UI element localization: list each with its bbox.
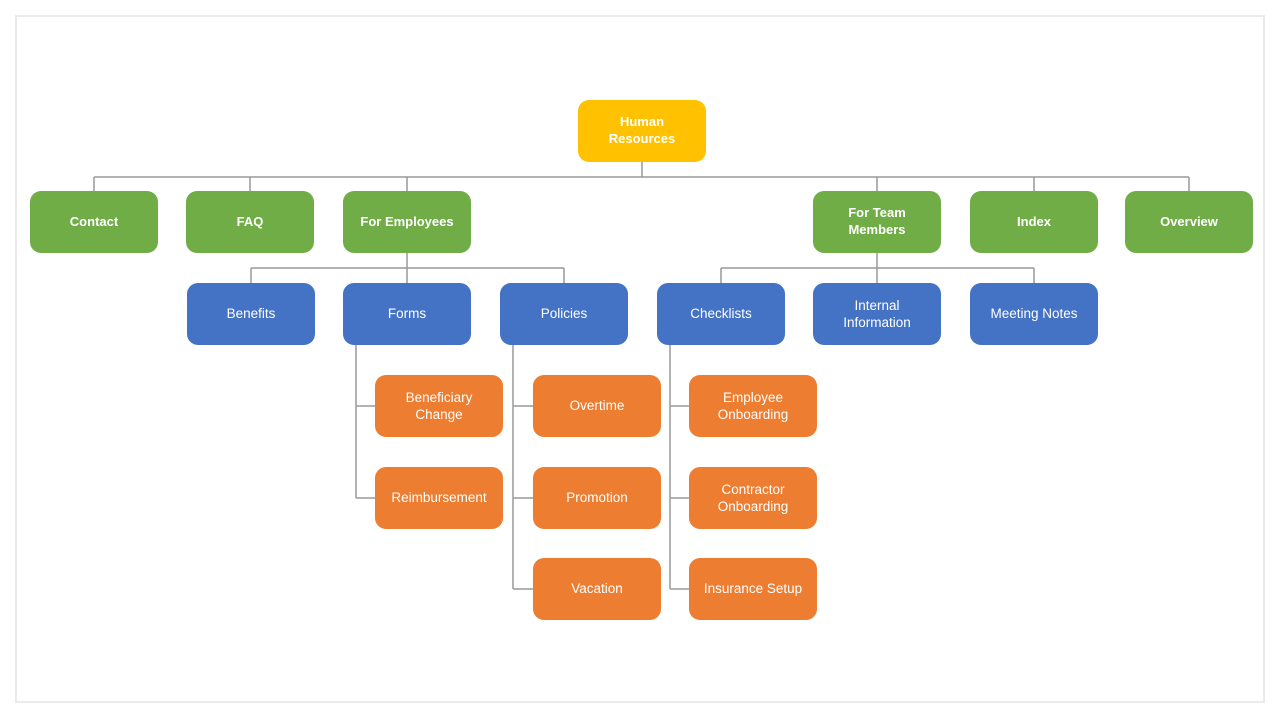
node-for-team-members[interactable]: For Team Members [813,191,941,253]
node-vacation[interactable]: Vacation [533,558,661,620]
node-employee-onboarding[interactable]: Employee Onboarding [689,375,817,437]
node-checklists[interactable]: Checklists [657,283,785,345]
node-policies[interactable]: Policies [500,283,628,345]
node-reimbursement[interactable]: Reimbursement [375,467,503,529]
node-contractor-onboarding[interactable]: Contractor Onboarding [689,467,817,529]
node-faq[interactable]: FAQ [186,191,314,253]
node-for-employees[interactable]: For Employees [343,191,471,253]
node-beneficiary-change[interactable]: Beneficiary Change [375,375,503,437]
node-overtime[interactable]: Overtime [533,375,661,437]
node-promotion[interactable]: Promotion [533,467,661,529]
node-insurance-setup[interactable]: Insurance Setup [689,558,817,620]
node-internal-information[interactable]: Internal Information [813,283,941,345]
node-human-resources[interactable]: Human Resources [578,100,706,162]
node-forms[interactable]: Forms [343,283,471,345]
node-contact[interactable]: Contact [30,191,158,253]
node-meeting-notes[interactable]: Meeting Notes [970,283,1098,345]
node-benefits[interactable]: Benefits [187,283,315,345]
node-overview[interactable]: Overview [1125,191,1253,253]
page-frame-border [15,15,1265,703]
node-index[interactable]: Index [970,191,1098,253]
